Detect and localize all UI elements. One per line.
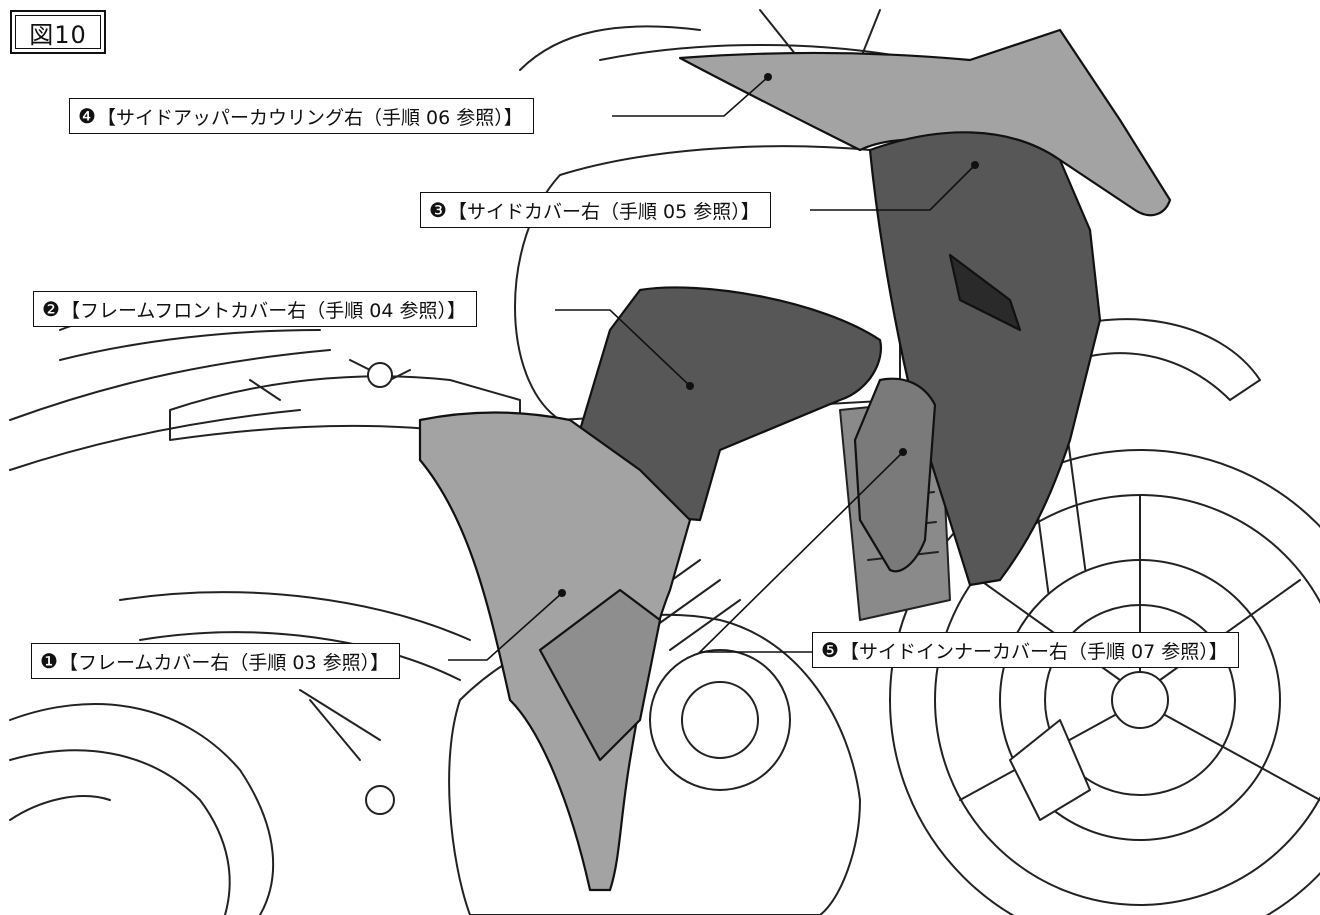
callout-text-5: 【サイドインナーカバー右（手順 07 参照）】 xyxy=(839,640,1228,663)
front-wheel-outer xyxy=(889,449,1320,915)
bolt-3 xyxy=(365,785,395,815)
figure-label: 図10 xyxy=(29,20,87,49)
leader-dot-1 xyxy=(558,589,566,597)
callout-number-1: ❶ xyxy=(40,649,58,673)
callout-number-3: ❸ xyxy=(429,198,447,222)
rear-frame-line xyxy=(9,349,331,471)
leader-line-4 xyxy=(612,76,769,117)
swingarm-line xyxy=(119,591,471,681)
side-cover-right xyxy=(868,131,1102,587)
side-inner-cover-right xyxy=(853,377,937,573)
callout-side-inner-cover: ❺ 【サイドインナーカバー右（手順 07 参照）】 xyxy=(812,632,1239,668)
leader-line-5 xyxy=(698,451,904,653)
callout-number-4: ❹ xyxy=(78,104,96,128)
leader-dot-4 xyxy=(764,73,772,81)
rear-wheel-arc-inner xyxy=(9,749,231,915)
callout-text-3: 【サイドカバー右（手順 05 参照）】 xyxy=(447,200,760,223)
leader-line-2 xyxy=(555,309,691,387)
figure-label-box: 図10 xyxy=(10,10,106,54)
frame-cover-lower-panel xyxy=(538,588,662,762)
leader-dot-5 xyxy=(899,448,907,456)
leader-dot-2 xyxy=(686,382,694,390)
leader-line-1 xyxy=(448,592,563,661)
callout-text-1: 【フレームカバー右（手順 03 参照）】 xyxy=(58,651,390,674)
callout-text-4: 【サイドアッパーカウリング右（手順 06 参照）】 xyxy=(96,106,523,129)
footpeg-line xyxy=(299,689,381,761)
callout-side-cover: ❸ 【サイドカバー右（手順 05 参照）】 xyxy=(420,192,771,228)
side-cover-vent xyxy=(948,253,1022,332)
callout-number-5: ❺ xyxy=(821,638,839,662)
handlebar-line xyxy=(519,25,701,71)
front-caliper xyxy=(1009,719,1091,821)
rear-wheel-arc xyxy=(9,703,275,915)
engine-cover-inner xyxy=(681,681,759,759)
callout-frame-front-cover: ❷ 【フレームフロントカバー右（手順 04 参照）】 xyxy=(33,291,477,327)
engine-cover-circle xyxy=(649,649,791,791)
frame-front-cover-right xyxy=(578,286,883,522)
leader-dot-3 xyxy=(971,161,979,169)
callout-number-2: ❷ xyxy=(42,297,60,321)
chain-line xyxy=(9,795,111,821)
leader-line-3 xyxy=(810,164,976,211)
bolt-1 xyxy=(367,362,393,388)
callout-side-upper-cowl: ❹ 【サイドアッパーカウリング右（手順 06 参照）】 xyxy=(69,98,534,134)
callout-text-2: 【フレームフロントカバー右（手順 04 参照）】 xyxy=(60,299,466,322)
callout-frame-cover: ❶ 【フレームカバー右（手順 03 参照）】 xyxy=(31,643,401,679)
steering-line xyxy=(759,9,881,61)
